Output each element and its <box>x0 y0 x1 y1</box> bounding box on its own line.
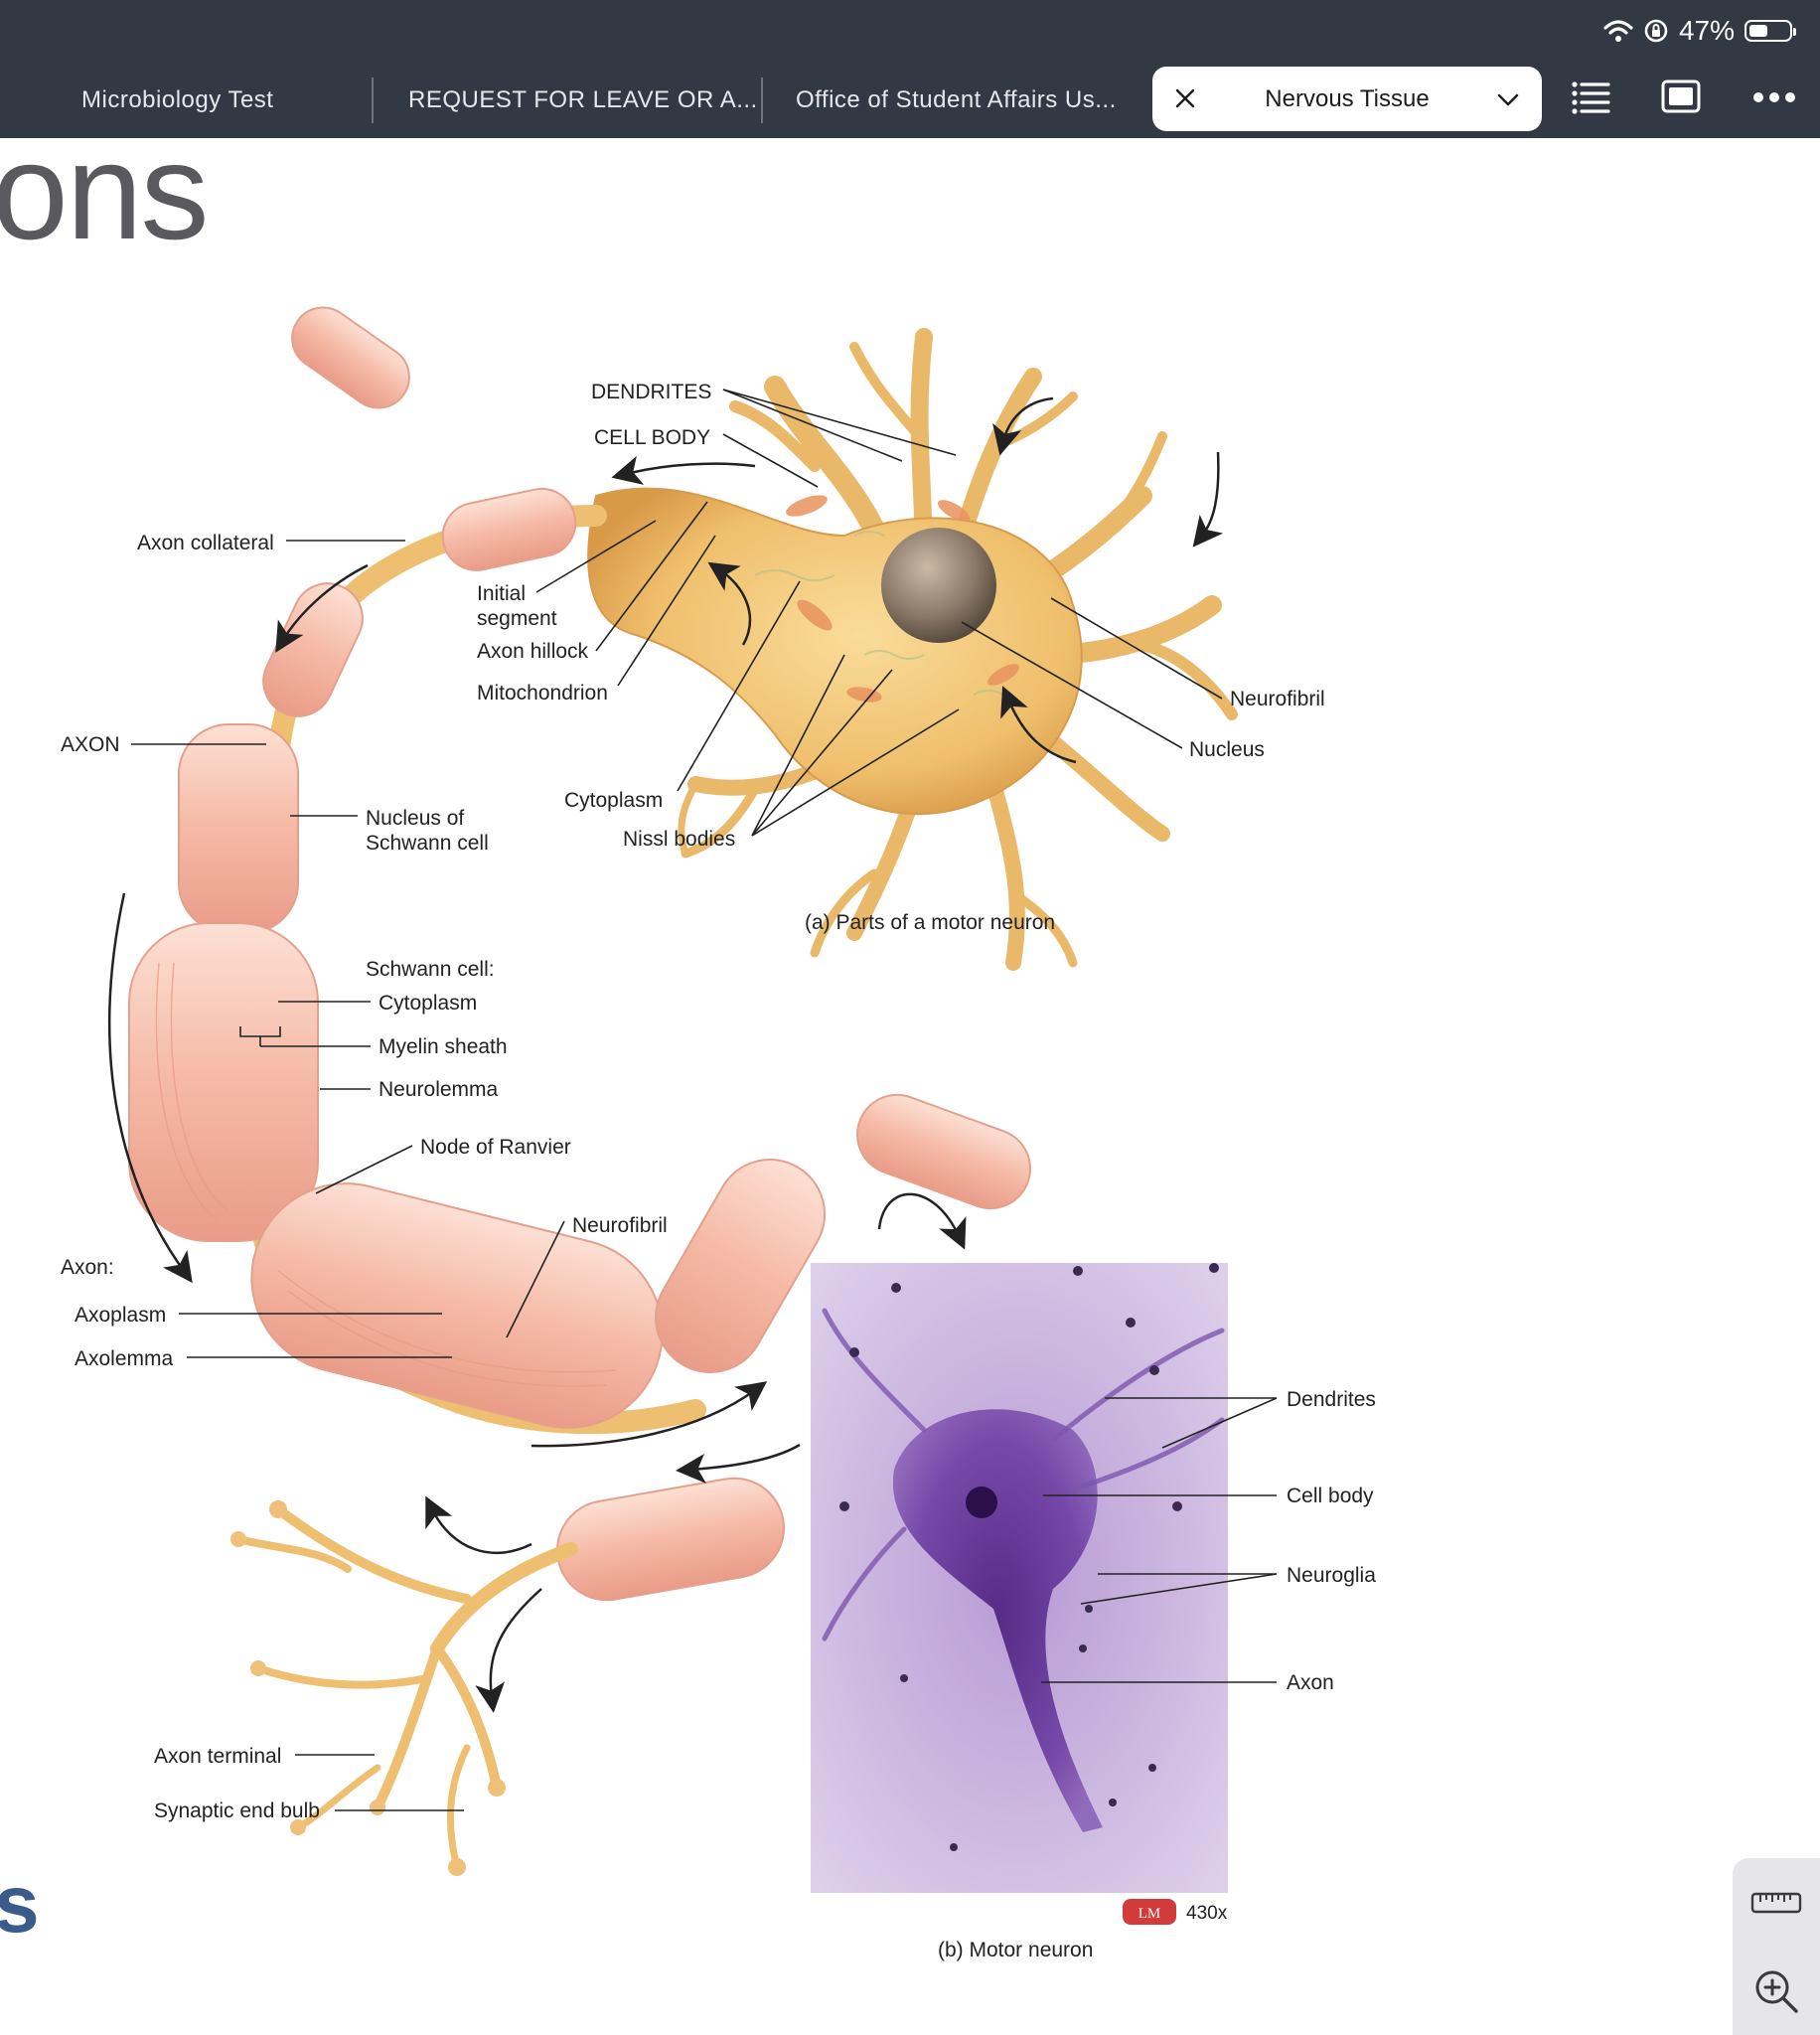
label-initial: Initial <box>477 582 526 605</box>
label-neurofibril-a: Neurofibril <box>1230 688 1325 710</box>
cell-body <box>587 487 1083 816</box>
label-cytoplasm-a: Cytoplasm <box>564 789 663 812</box>
neuron-figure: DENDRITES CELL BODY Axon collateral Init… <box>61 306 1376 1961</box>
label-axon-hillock: Axon hillock <box>477 640 589 663</box>
label-micro-neuroglia: Neuroglia <box>1287 1564 1376 1587</box>
battery-icon <box>1744 20 1796 42</box>
lm-badge: LM <box>1138 1906 1161 1922</box>
tab-nervous-tissue[interactable]: Nervous Tissue <box>1152 67 1542 131</box>
label-axon-header: Axon: <box>61 1256 114 1279</box>
label-neurolemma: Neurolemma <box>379 1078 499 1101</box>
battery-percent: 47% <box>1678 15 1735 46</box>
page-heading-fragment: ons <box>0 115 209 268</box>
tab-label: REQUEST FOR LEAVE OR A... <box>408 86 758 113</box>
orientation-lock-icon <box>1644 19 1668 43</box>
synaptic-end-bulbs <box>230 1500 506 1876</box>
label-nissl-bodies: Nissl bodies <box>623 828 735 851</box>
label-axolemma: Axolemma <box>75 1347 174 1370</box>
myelin-lamellae <box>155 962 617 1387</box>
label-micro-cell-body: Cell body <box>1287 1485 1374 1507</box>
nucleus <box>881 528 996 643</box>
label-axoplasm: Axoplasm <box>75 1304 166 1327</box>
caption-b: (b) Motor neuron <box>938 1939 1093 1961</box>
label-schwann-cell: Schwann cell <box>366 832 489 855</box>
tab-label: Microbiology Test <box>81 86 274 113</box>
leader-lines <box>131 389 1278 1811</box>
label-axon-collateral: Axon collateral <box>137 532 274 554</box>
tab-label: Nervous Tissue <box>1265 84 1430 112</box>
label-dendrites: DENDRITES <box>591 381 711 403</box>
label-cytoplasm-b: Cytoplasm <box>379 992 477 1015</box>
ruler-icon[interactable] <box>1750 1892 1802 1914</box>
tab-divider <box>761 78 763 123</box>
micrograph <box>811 1263 1228 1925</box>
label-schwann-cell-header: Schwann cell: <box>366 958 495 981</box>
label-segment: segment <box>477 607 557 630</box>
caption-a: (a) Parts of a motor neuron <box>805 911 1055 934</box>
label-micro-axon: Axon <box>1287 1671 1334 1694</box>
browser-toolbar: 47% Microbiology Test REQUEST FOR LEAVE … <box>0 0 1820 138</box>
label-nucleus-of: Nucleus of <box>366 807 464 830</box>
label-neurofibril-b: Neurofibril <box>572 1214 668 1237</box>
label-mitochondrion: Mitochondrion <box>477 682 608 704</box>
annotation-tools-panel <box>1733 1858 1820 2035</box>
chevron-down-icon[interactable] <box>1496 88 1520 110</box>
label-synaptic-end-bulb: Synaptic end bulb <box>154 1800 320 1822</box>
tab-divider <box>372 78 374 123</box>
zoom-in-icon[interactable] <box>1752 1967 1800 2015</box>
figure-labels: DENDRITES CELL BODY Axon collateral Init… <box>61 381 1376 1961</box>
close-tab-icon[interactable] <box>1172 85 1198 111</box>
label-axon-terminal: Axon terminal <box>154 1745 281 1768</box>
status-bar: 47% <box>1603 14 1796 48</box>
label-node-of-ranvier: Node of Ranvier <box>420 1136 571 1159</box>
tab-label: Office of Student Affairs Us... <box>796 86 1117 113</box>
tab-microbiology-test[interactable]: Microbiology Test <box>81 66 273 135</box>
direction-arrows <box>107 396 1224 1713</box>
label-myelin-sheath: Myelin sheath <box>379 1035 508 1058</box>
axon-terminals <box>234 1504 578 1871</box>
mitochondria <box>786 495 1019 703</box>
label-axon: AXON <box>61 733 120 756</box>
tabs-overview-icon[interactable] <box>1661 79 1701 113</box>
label-magnification: 430x <box>1186 1903 1228 1924</box>
tab-office-of-student-affairs[interactable]: Office of Student Affairs Us... <box>796 66 1117 135</box>
wifi-icon <box>1603 20 1633 42</box>
schwann-cells <box>128 306 1031 1602</box>
tab-request-for-leave[interactable]: REQUEST FOR LEAVE OR A... <box>408 66 758 135</box>
more-icon[interactable] <box>1752 91 1796 103</box>
label-micro-dendrites: Dendrites <box>1287 1388 1376 1411</box>
page-heading-fragment-bottom: s <box>0 1859 40 1950</box>
list-icon[interactable] <box>1572 79 1611 115</box>
label-nucleus: Nucleus <box>1189 738 1265 761</box>
label-cell-body: CELL BODY <box>594 426 710 449</box>
